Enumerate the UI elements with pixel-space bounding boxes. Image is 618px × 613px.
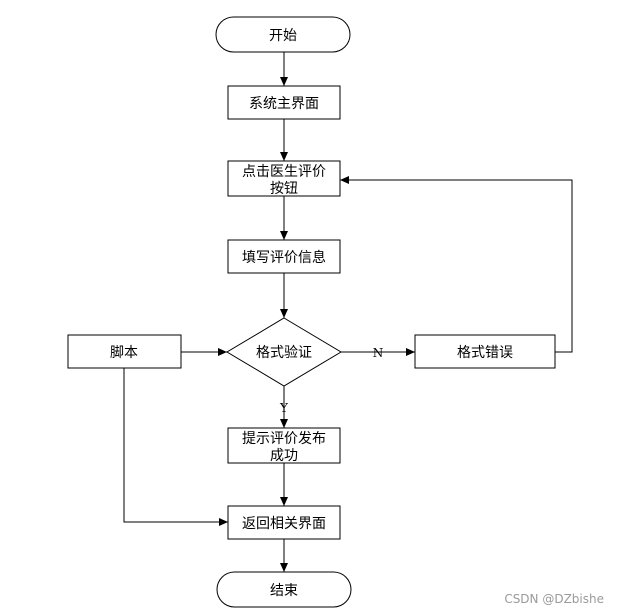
click-doctor-review-label-line2: 按钮: [270, 181, 298, 197]
start-label: 开始: [269, 28, 297, 44]
script-node: 脚本: [67, 334, 182, 369]
format-validation-label: 格式验证: [256, 345, 312, 361]
main-interface-node: 系统主界面: [227, 85, 341, 120]
format-error-label: 格式错误: [457, 345, 513, 361]
return-page-node: 返回相关界面: [227, 505, 341, 540]
fill-review-label: 填写评价信息: [242, 249, 326, 266]
end-node: 结束: [216, 571, 352, 608]
publish-success-label-line1: 提示评价发布: [242, 431, 326, 447]
fill-review-node: 填写评价信息: [227, 239, 341, 274]
return-page-label: 返回相关界面: [242, 516, 326, 532]
main-interface-label: 系统主界面: [249, 96, 319, 112]
arrow-error-back-to-click: [340, 176, 573, 353]
edge-label-yes: Y: [279, 401, 289, 415]
edge-label-no: N: [373, 346, 384, 360]
format-validation-decision: 格式验证: [226, 317, 342, 387]
click-doctor-review-label-line1: 点击医生评价: [242, 164, 326, 180]
watermark: CSDN @DZbishe: [504, 592, 604, 606]
script-label: 脚本: [110, 345, 138, 361]
publish-success-label-line2: 成功: [270, 448, 298, 464]
publish-success-node: 提示评价发布 成功: [227, 427, 341, 464]
start-node: 开始: [215, 16, 351, 53]
format-error-node: 格式错误: [414, 334, 556, 369]
arrow-script-to-return: [123, 368, 228, 526]
end-label: 结束: [270, 583, 298, 599]
click-doctor-review-node: 点击医生评价 按钮: [227, 160, 341, 197]
